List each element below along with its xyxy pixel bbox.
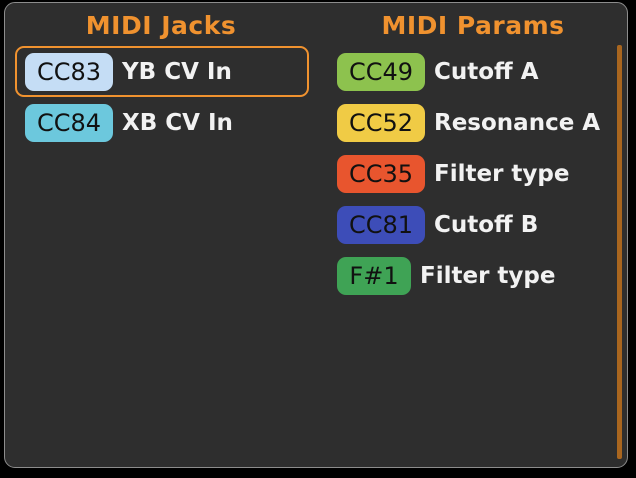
midi-jacks-list: CC83 YB CV In CC84 XB CV In bbox=[5, 46, 317, 148]
midi-param-row[interactable]: CC49 Cutoff A bbox=[317, 46, 627, 97]
midi-param-badge: CC52 bbox=[337, 103, 425, 142]
midi-param-badge: CC49 bbox=[337, 52, 425, 91]
midi-param-row[interactable]: CC35 Filter type bbox=[317, 148, 627, 199]
midi-mapping-panel: MIDI Jacks CC83 YB CV In CC84 XB CV In MIDI… bbox=[4, 2, 628, 468]
midi-jacks-column: MIDI Jacks CC83 YB CV In CC84 XB CV In bbox=[5, 3, 317, 467]
params-scrollbar-track[interactable] bbox=[617, 45, 622, 459]
midi-params-title: MIDI Params bbox=[381, 11, 565, 40]
midi-jack-badge: CC83 bbox=[25, 52, 113, 91]
midi-jack-row[interactable]: CC84 XB CV In bbox=[5, 97, 317, 148]
midi-param-label: Cutoff B bbox=[434, 211, 539, 238]
midi-param-badge: CC81 bbox=[337, 205, 425, 244]
params-scrollbar-thumb[interactable] bbox=[617, 45, 622, 459]
midi-param-row[interactable]: F#1 Filter type bbox=[317, 250, 627, 301]
midi-param-row[interactable]: CC52 Resonance A bbox=[317, 97, 627, 148]
midi-param-badge: F#1 bbox=[337, 256, 411, 295]
midi-jack-row[interactable]: CC83 YB CV In bbox=[15, 46, 309, 97]
midi-param-label: Resonance A bbox=[434, 109, 601, 136]
midi-jack-label: YB CV In bbox=[122, 58, 232, 85]
midi-jack-label: XB CV In bbox=[122, 109, 233, 136]
midi-param-label: Filter type bbox=[420, 262, 556, 289]
midi-param-label: Cutoff A bbox=[434, 58, 539, 85]
midi-jacks-title: MIDI Jacks bbox=[85, 11, 237, 40]
midi-jack-badge: CC84 bbox=[25, 103, 113, 142]
midi-param-row[interactable]: CC81 Cutoff B bbox=[317, 199, 627, 250]
midi-param-badge: CC35 bbox=[337, 154, 425, 193]
midi-param-label: Filter type bbox=[434, 160, 570, 187]
